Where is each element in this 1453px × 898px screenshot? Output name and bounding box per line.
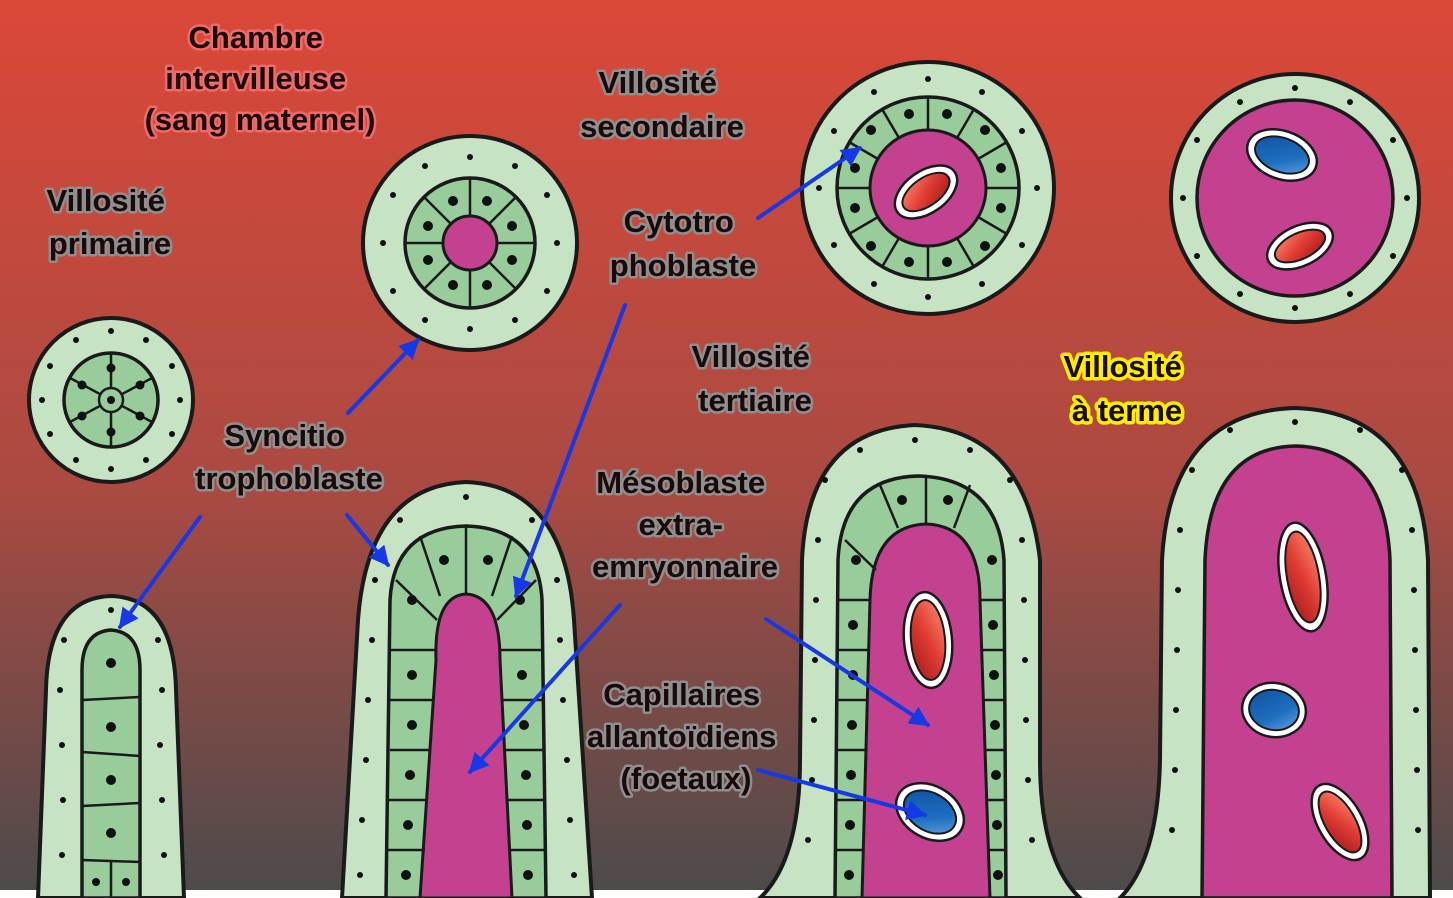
primary-villus-longitudinal <box>38 596 184 898</box>
term-villus-section <box>1171 74 1419 322</box>
tertiary-villus-section <box>802 62 1054 314</box>
secondary-villus-section <box>363 136 577 350</box>
secondary-villus-longitudinal <box>342 482 592 898</box>
primary-villus-section <box>29 318 193 482</box>
